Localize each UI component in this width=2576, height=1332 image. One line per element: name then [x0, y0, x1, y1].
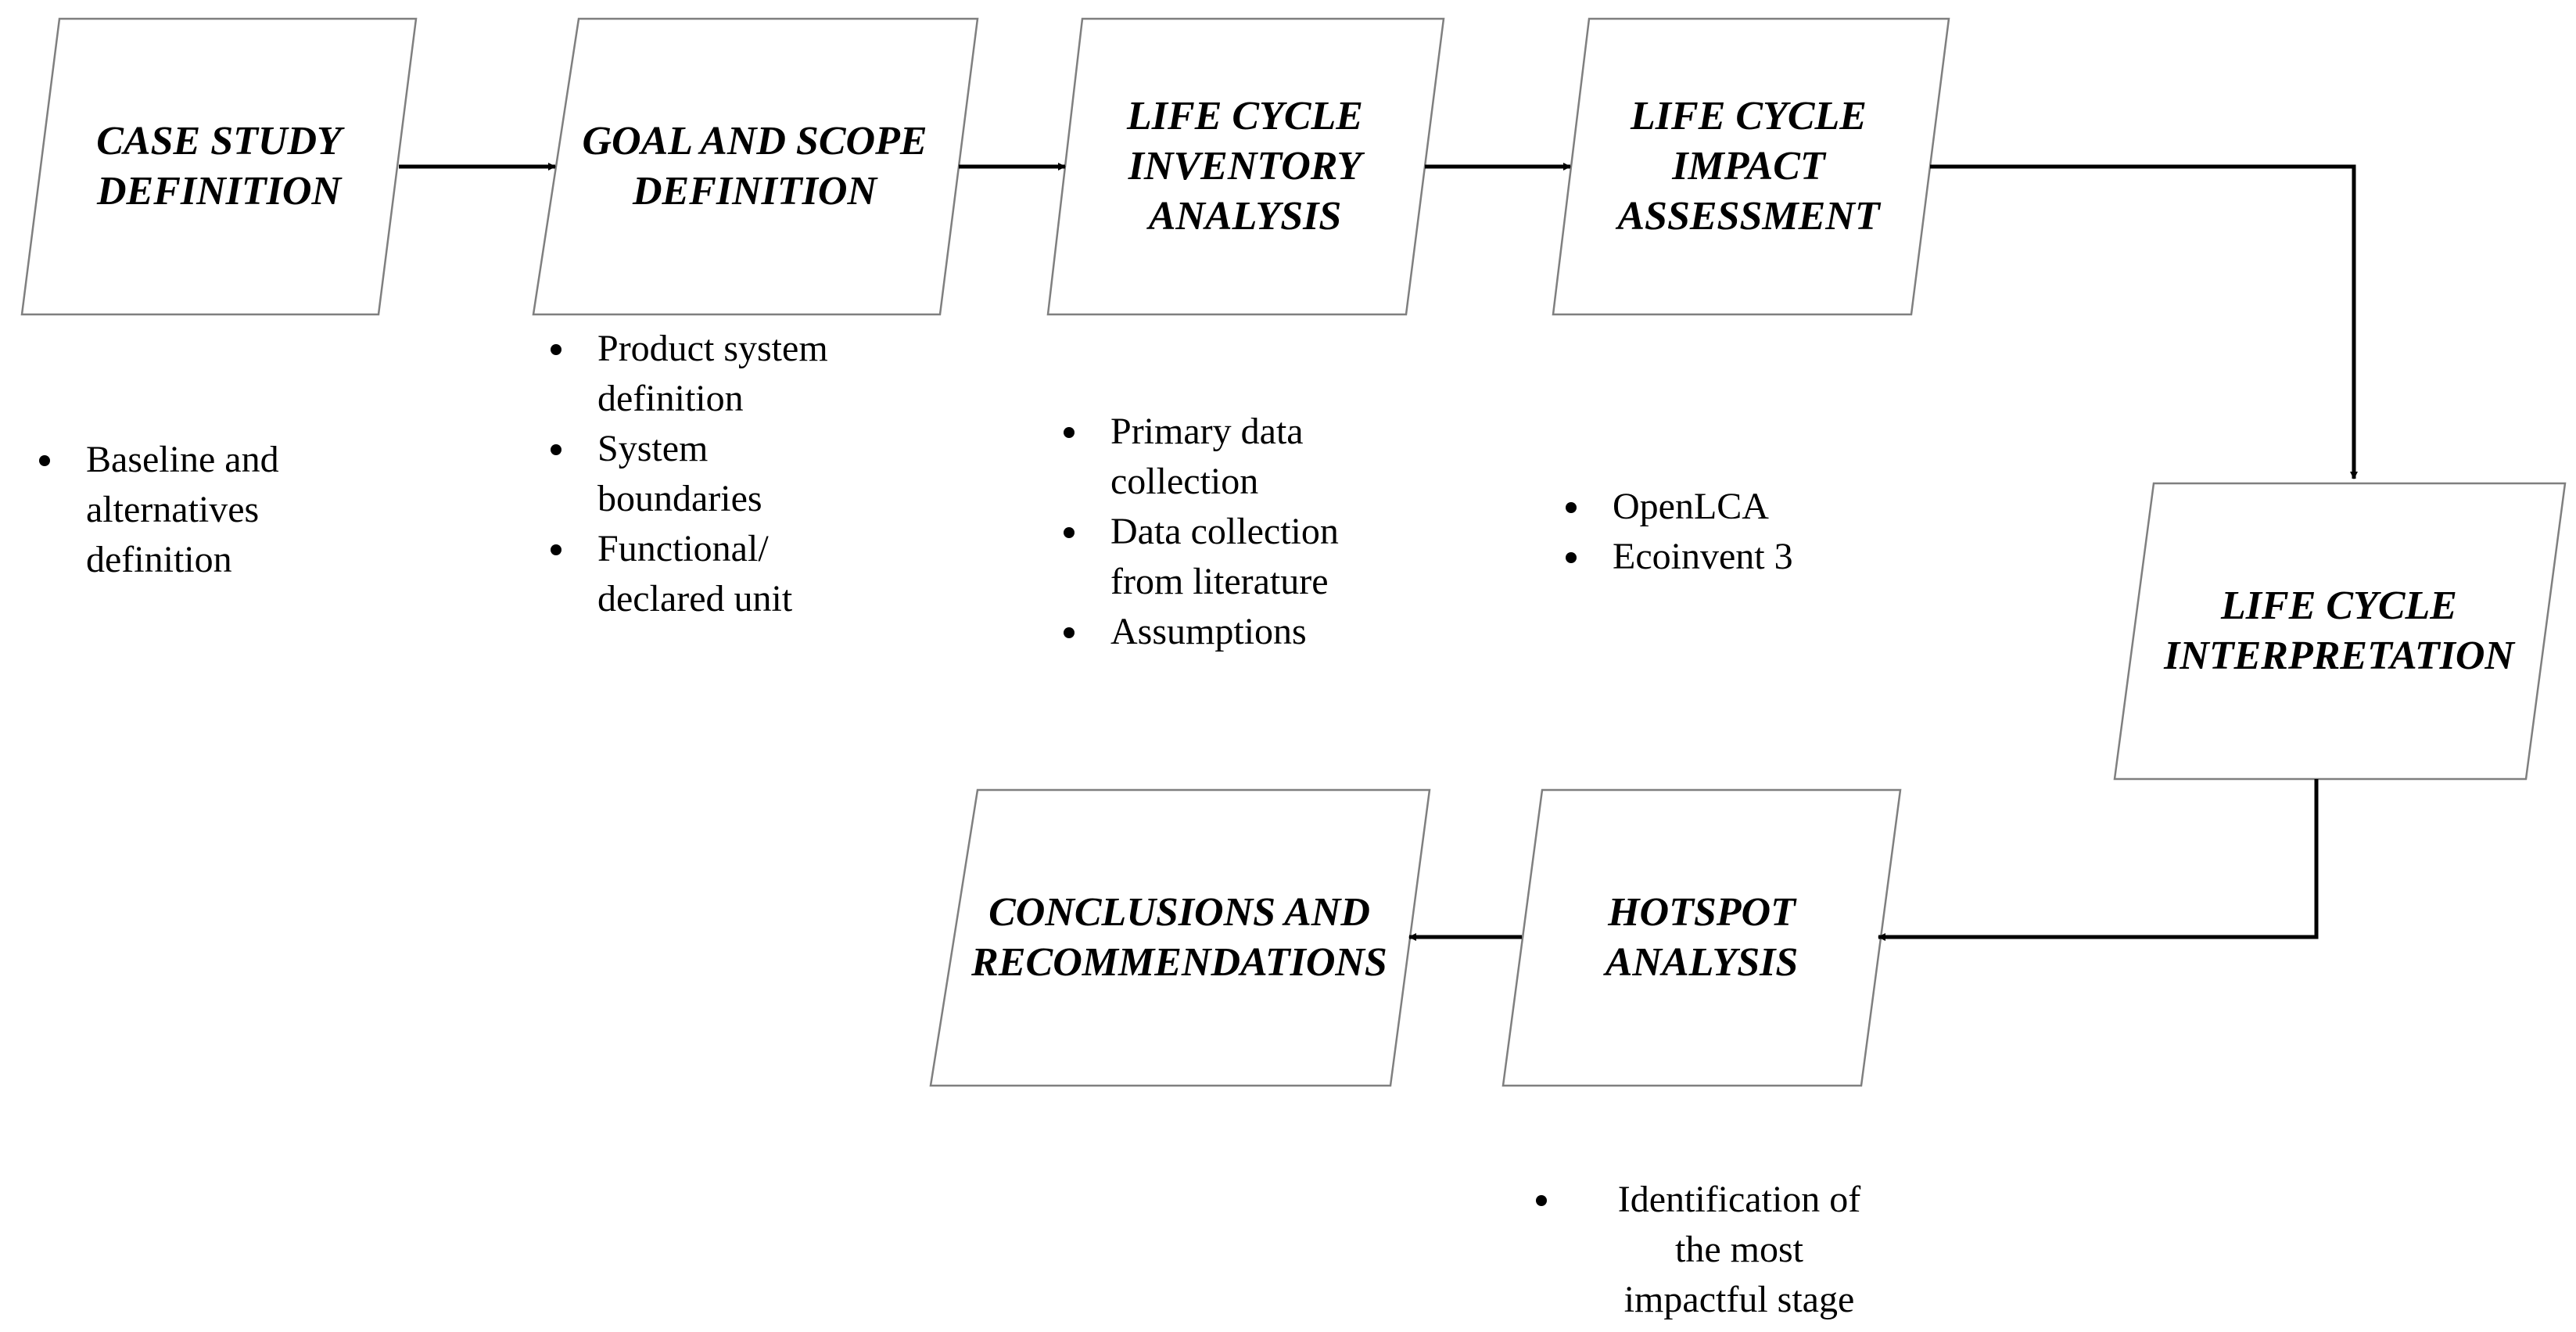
note-item: Data collection from literature — [1048, 507, 1455, 607]
note-item: OpenLCA — [1550, 482, 1878, 532]
note-item: System boundaries — [535, 424, 942, 524]
note-item: Product system definition — [535, 324, 942, 424]
note-item: Assumptions — [1048, 607, 1455, 657]
note-item: Primary data collection — [1048, 407, 1455, 507]
conclusions-box — [929, 788, 1431, 1087]
note-item: Ecoinvent 3 — [1550, 532, 1878, 582]
goal-scope-notes: Product system definition System boundar… — [535, 324, 942, 624]
note-item: Functional/ declared unit — [535, 524, 942, 624]
impact-notes: OpenLCA Ecoinvent 3 — [1550, 482, 1878, 582]
note-item: Identification of the most impactful sta… — [1520, 1175, 1896, 1325]
arrow-interpretation-to-hotspot — [1878, 779, 2319, 941]
arrow-impact-to-interpretation — [1930, 164, 2358, 479]
hotspot-notes: Identification of the most impactful sta… — [1520, 1175, 1896, 1325]
case-study-box — [20, 17, 418, 316]
case-study-notes: Baseline and alternatives definition — [23, 435, 352, 585]
hotspot-box — [1501, 788, 1902, 1087]
impact-box — [1552, 17, 1950, 316]
goal-scope-box — [532, 17, 979, 316]
interpretation-box — [2113, 482, 2567, 781]
inventory-box — [1046, 17, 1445, 316]
inventory-notes: Primary data collection Data collection … — [1048, 407, 1455, 657]
note-item: Baseline and alternatives definition — [23, 435, 352, 585]
